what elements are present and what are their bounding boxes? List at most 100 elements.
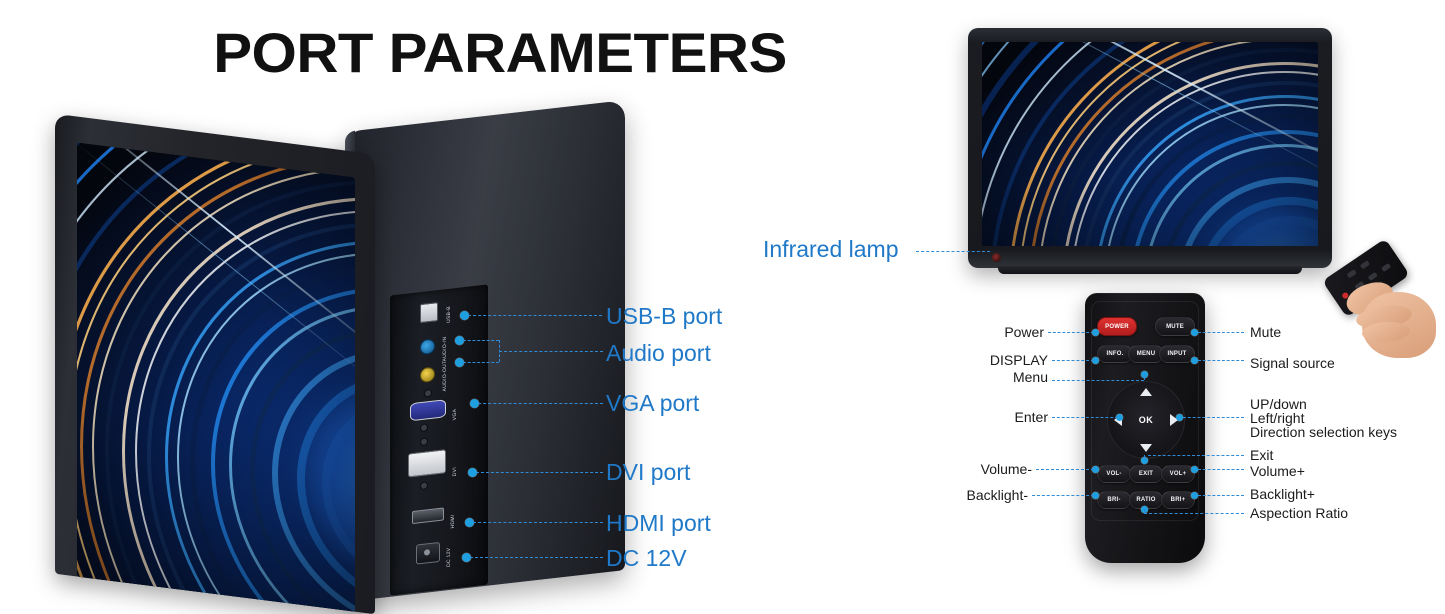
mini-remote-key-2 <box>1359 260 1371 270</box>
leader-dot-power <box>1092 329 1099 336</box>
audio-in-port <box>420 338 435 356</box>
dpad-up-icon[interactable] <box>1140 388 1152 396</box>
leader-dot-enter <box>1116 414 1123 421</box>
remote-inner-frame <box>1091 301 1199 521</box>
port-panel: USB-B AUDIO-IN AUDIO-OUT VGA DVI HDMI <box>390 284 488 596</box>
hand-holding-remote <box>1318 238 1445 368</box>
port-label-hdmi: HDMI port <box>606 510 711 536</box>
leader-line-hdmi <box>473 522 603 523</box>
leader-line-audio-out <box>463 362 499 363</box>
remote-label-backlight-down: Backlight- <box>966 487 1028 503</box>
leader-line-enter <box>1052 417 1118 418</box>
port-marking-hdmi: HDMI <box>450 514 456 529</box>
vga-port <box>410 399 446 422</box>
infographic-canvas: PORT PARAMETERS USB-B AUDIO-IN AUDIO-OUT <box>0 0 1445 592</box>
remote-button-exit[interactable]: EXIT <box>1129 465 1163 483</box>
panel-screw-vga-b <box>420 437 428 447</box>
leader-line-audio-in <box>463 340 499 341</box>
monitor-stand <box>998 266 1302 274</box>
leader-dot-dc12v <box>462 553 471 562</box>
remote-button-bri-up[interactable]: BRI+ <box>1161 491 1195 509</box>
leader-dot-mute <box>1191 329 1198 336</box>
usb-b-port <box>420 302 438 324</box>
port-label-dc12v: DC 12V <box>606 545 687 571</box>
leader-line-aspect-ratio <box>1144 513 1244 514</box>
remote-label-volume-up: Volume+ <box>1250 463 1305 479</box>
leader-bracket-menu <box>1144 374 1145 380</box>
leader-dot-backlight-up <box>1191 492 1198 499</box>
leader-dot-dvi <box>468 468 477 477</box>
remote-label-signal-source: Signal source <box>1250 355 1335 371</box>
port-marking-vga: VGA <box>452 408 458 421</box>
dpad-down-icon[interactable] <box>1140 444 1152 452</box>
remote-control: POWER MUTE INFO. MENU INPUT OK VOL- EXIT… <box>1085 293 1205 563</box>
remote-button-input[interactable]: INPUT <box>1159 345 1195 363</box>
panel-screw-vga-a <box>420 423 428 433</box>
leader-dot-vga <box>470 399 479 408</box>
mini-remote-key-4 <box>1367 271 1378 282</box>
dvi-port <box>408 449 446 478</box>
port-label-audio: Audio port <box>606 340 711 366</box>
port-marking-dvi: DVI <box>452 466 458 477</box>
leader-line-backlight-up <box>1198 495 1244 496</box>
remote-label-display: DISPLAY <box>989 352 1048 368</box>
infrared-lamp-icon <box>992 253 1001 262</box>
port-marking-audio-in: AUDIO-IN <box>442 336 448 362</box>
leader-dot-audio-out <box>455 358 464 367</box>
remote-button-mute[interactable]: MUTE <box>1155 317 1195 336</box>
remote-button-bri-down[interactable]: BRI- <box>1097 491 1131 509</box>
remote-button-vol-down[interactable]: VOL- <box>1097 465 1131 483</box>
leader-bracket-aspect-ratio <box>1144 509 1145 514</box>
leader-dot-usb-b <box>460 311 469 320</box>
remote-button-power[interactable]: POWER <box>1097 317 1137 336</box>
remote-button-ok[interactable]: OK <box>1138 415 1154 425</box>
leader-dot-volume-up <box>1191 466 1198 473</box>
remote-label-direction-keys: Direction selection keys <box>1250 424 1398 440</box>
port-label-vga: VGA port <box>606 390 700 416</box>
remote-label-aspect-ratio: Aspection Ratio <box>1250 505 1349 521</box>
mini-remote-key-1 <box>1346 269 1357 279</box>
remote-label-menu: Menu <box>1012 369 1048 385</box>
hdmi-port <box>412 507 444 525</box>
leader-line-dc12v <box>470 557 603 558</box>
remote-label-volume-down: Volume- <box>980 461 1032 477</box>
monitor-screen <box>77 142 355 612</box>
remote-label-direction-up-down: UP/down <box>1250 396 1307 412</box>
monitor-front-view <box>55 113 375 614</box>
leader-line-audio <box>499 351 603 352</box>
panel-screw-dvi <box>420 481 428 491</box>
remote-label-backlight-up: Backlight+ <box>1250 486 1315 502</box>
leader-line-volume-down <box>1036 469 1094 470</box>
leader-line-vga <box>478 403 603 404</box>
leader-dot-volume-down <box>1092 466 1099 473</box>
remote-button-vol-up[interactable]: VOL+ <box>1161 465 1195 483</box>
leader-line-exit <box>1148 455 1244 456</box>
remote-button-info[interactable]: INFO. <box>1097 345 1133 363</box>
leader-line-power <box>1048 332 1094 333</box>
remote-label-enter: Enter <box>1014 409 1048 425</box>
leader-line-infrared <box>916 251 990 252</box>
port-label-usb-b: USB-B port <box>606 303 723 329</box>
leader-line-signal-source <box>1198 360 1244 361</box>
leader-line-volume-up <box>1198 469 1244 470</box>
remote-label-exit: Exit <box>1250 447 1274 463</box>
leader-dot-backlight-down <box>1092 492 1099 499</box>
port-label-dvi: DVI port <box>606 459 691 485</box>
leader-bracket-exit <box>1144 455 1145 460</box>
left-monitor-group: USB-B AUDIO-IN AUDIO-OUT VGA DVI HDMI <box>55 100 625 614</box>
monitor-front-right <box>968 28 1332 274</box>
leader-dot-hdmi <box>465 518 474 527</box>
port-marking-dc: DC 12V <box>446 547 452 568</box>
leader-line-usb-b <box>468 315 602 316</box>
mini-remote-key-5 <box>1380 262 1392 273</box>
leader-line-backlight-down <box>1032 495 1094 496</box>
monitor-screen-right <box>982 42 1318 246</box>
leader-line-dvi <box>476 472 603 473</box>
port-marking-audio-out: AUDIO-OUT <box>442 360 448 392</box>
port-marking-usb-b: USB-B <box>446 305 452 324</box>
screen-wallpaper-right <box>982 42 1318 246</box>
dpad-right-icon[interactable] <box>1170 414 1178 426</box>
page-title: PORT PARAMETERS <box>213 21 787 84</box>
leader-line-display <box>1052 360 1094 361</box>
remote-label-mute: Mute <box>1250 324 1282 340</box>
